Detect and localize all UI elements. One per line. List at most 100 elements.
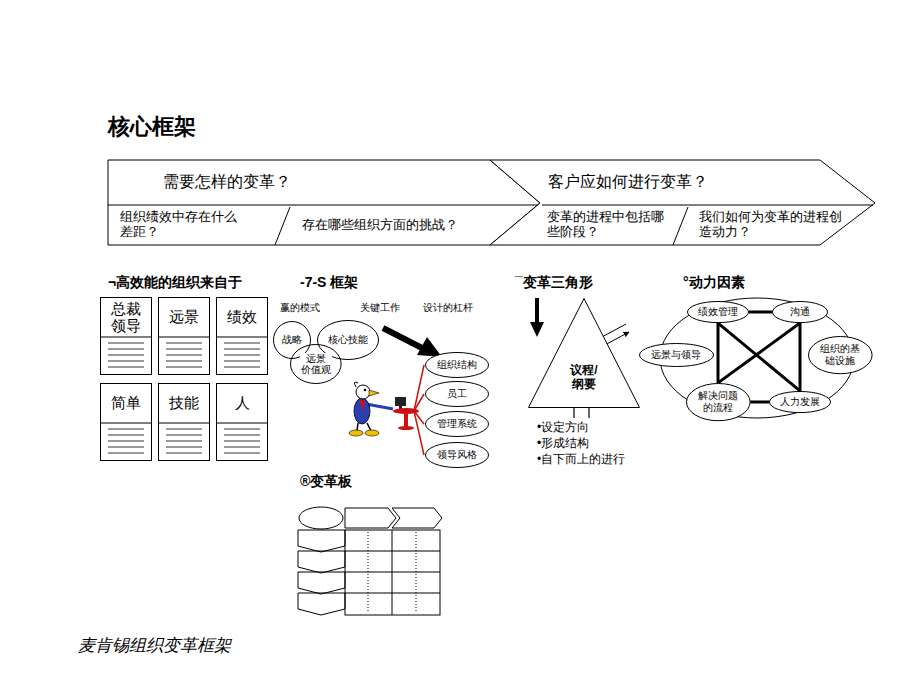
node-text: 战略 — [282, 334, 302, 346]
card-outline — [101, 298, 152, 375]
card-rule — [108, 429, 144, 430]
card-rule — [166, 435, 202, 436]
card-rule — [108, 343, 144, 344]
node-text: 议程/ 纲要 — [566, 364, 602, 392]
card-rule — [166, 355, 202, 356]
node-text-group: 变革的进程中包括哪 些阶段？ — [547, 210, 672, 240]
node-text-group: 领导风格 — [437, 449, 477, 461]
card-rule — [166, 361, 202, 362]
section-label: •形成结构 — [537, 437, 589, 451]
ellipse-outline — [770, 391, 831, 412]
node-text-group: 组织绩效中存在什么 差距？ — [120, 210, 245, 240]
node-text: 存在哪些组织方面的挑战？ — [302, 218, 458, 233]
section-label: •设定方向 — [537, 421, 589, 435]
driver-ellipse: 远景与领导 — [639, 343, 714, 367]
card-outline — [217, 384, 268, 461]
card-rule — [224, 355, 260, 356]
driver-ellipse: 组织的基 础设施 — [808, 336, 873, 374]
card-rule — [224, 343, 260, 344]
divider-line — [673, 207, 688, 245]
card-rule — [224, 447, 260, 448]
ellipse-outline — [426, 353, 489, 378]
card-divider — [100, 423, 152, 424]
node-text-group: 总裁 领导 — [110, 300, 142, 335]
node-text-group: 沟通 — [790, 306, 810, 318]
7s-circle: 远景 价值观 — [290, 344, 342, 384]
change-triangle: 议程/ 纲要 — [528, 298, 640, 408]
card-rule — [166, 343, 202, 344]
node-text-group: 远景与领导 — [651, 349, 701, 361]
node-text: 领导风格 — [437, 449, 477, 461]
factor-card: 技能 — [158, 383, 210, 461]
ellipse-outline — [426, 412, 489, 437]
node-text: 组织的基 础设施 — [819, 343, 861, 366]
card-rule — [108, 349, 144, 350]
factor-card: 简单 — [100, 383, 152, 461]
factor-card: 人 — [216, 383, 268, 461]
ellipse-outline — [426, 443, 489, 468]
node-text: 核心技能 — [328, 334, 368, 346]
node-text: 远景 价值观 — [300, 353, 332, 376]
ellipse-outline — [688, 301, 749, 322]
card-rule — [108, 441, 144, 442]
node-text-group: 我们如何为变革的进程创 造动力？ — [699, 210, 849, 240]
node-text-group: 解决问题 的流程 — [697, 390, 739, 413]
connector — [718, 323, 800, 383]
driver-ellipse: 沟通 — [772, 301, 828, 323]
card-rule — [224, 435, 260, 436]
triangle-outline — [529, 299, 640, 408]
lever-ellipse: 管理系统 — [425, 411, 489, 437]
node-text-group: 组织结构 — [437, 359, 477, 371]
node-text: 需要怎样的变革？ — [163, 173, 291, 191]
card-outline — [159, 298, 210, 375]
section-label: ®变革板 — [300, 473, 352, 489]
connector — [750, 400, 769, 403]
node-outline — [528, 298, 640, 408]
section-label: •自下而上的进行 — [537, 453, 625, 467]
connector — [799, 323, 802, 391]
section-label: 设计的杠杆 — [423, 302, 473, 314]
section-label: -7-S 框架 — [300, 274, 358, 290]
card-divider — [216, 423, 268, 424]
node-text-group: 人力发展 — [780, 396, 820, 408]
driver-ellipse: 绩效管理 — [687, 301, 749, 323]
card-rule — [108, 447, 144, 448]
node-text: 总裁 领导 — [110, 300, 142, 335]
card-rule — [166, 349, 202, 350]
ellipse-outline — [291, 345, 342, 384]
node-text-group: 存在哪些组织方面的挑战？ — [302, 218, 458, 233]
card-rule — [224, 453, 260, 454]
card-rule — [108, 367, 144, 368]
fan-lines — [414, 365, 424, 455]
card-rule — [166, 447, 202, 448]
card-rule — [224, 367, 260, 368]
factor-card: 绩效 — [216, 297, 268, 375]
card-rule — [166, 429, 202, 430]
question-box: 存在哪些组织方面的挑战？ — [300, 206, 480, 244]
card-rule — [108, 355, 144, 356]
node-text: 管理系统 — [437, 418, 477, 430]
card-rule — [224, 361, 260, 362]
chevron-band: 需要怎样的变革？ 组织绩效中存在什么 差距？ 存在哪些组织方面的挑战？ — [108, 160, 540, 245]
node-text-group: 战略 — [282, 334, 302, 346]
node-text: 员工 — [447, 388, 467, 400]
driver-ellipse: 解决问题 的流程 — [686, 383, 751, 421]
question-box: 变革的进程中包括哪 些阶段？ — [545, 206, 676, 244]
node-text: 简单 — [111, 394, 141, 411]
card-rule — [224, 441, 260, 442]
change-board — [298, 507, 442, 615]
node-text-group: 绩效管理 — [698, 306, 738, 318]
card-outline — [101, 384, 152, 461]
big-arrow — [383, 328, 442, 357]
connector — [716, 323, 719, 383]
card-rule — [166, 441, 202, 442]
chevron-outline — [490, 160, 875, 245]
card-rule — [166, 453, 202, 454]
card-rule — [224, 429, 260, 430]
card-outline — [217, 298, 268, 375]
ellipse-outline — [426, 382, 489, 407]
card-divider — [158, 337, 210, 338]
node-text: 变革的进程中包括哪 些阶段？ — [547, 210, 672, 240]
card-divider — [158, 423, 210, 424]
